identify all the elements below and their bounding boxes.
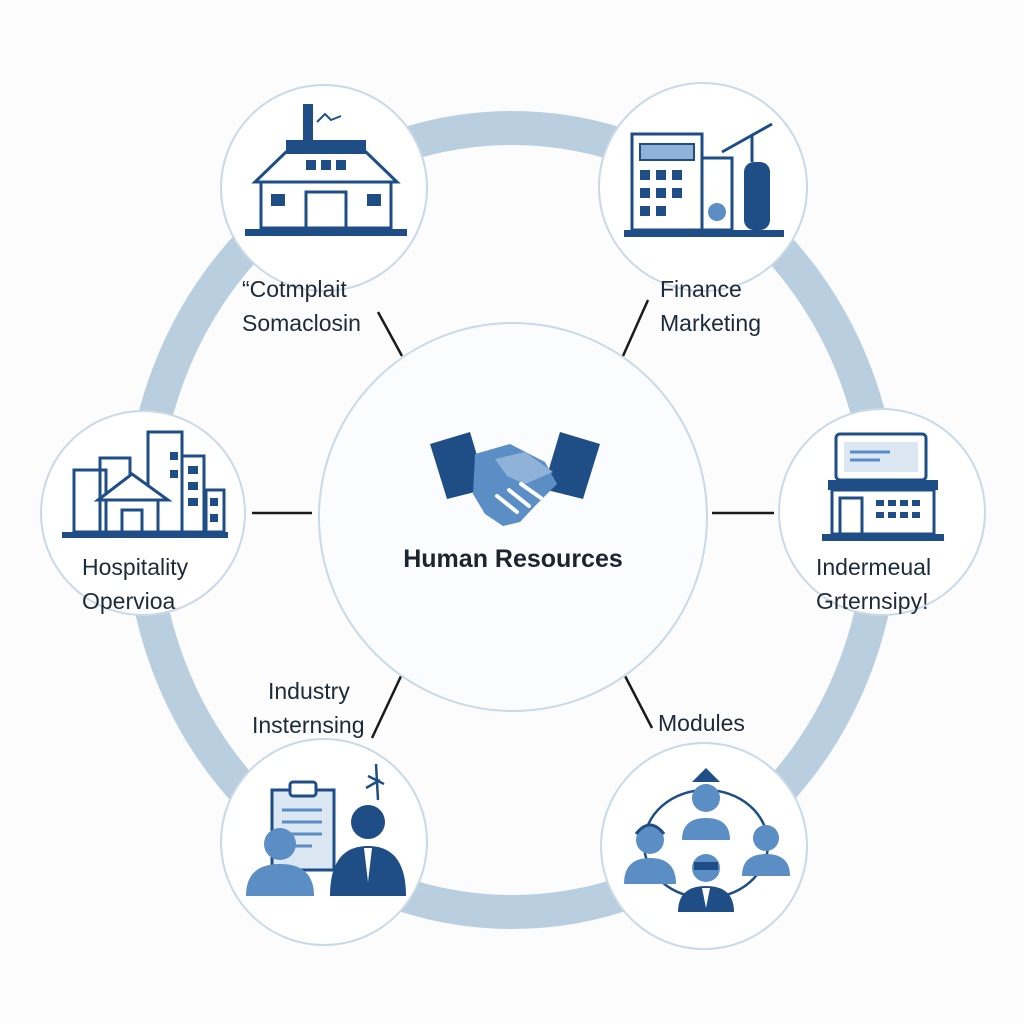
connector-bottom-right [622,673,654,729]
label-bottom-right-line1: Modules [658,710,745,736]
node-left [40,410,246,616]
label-right-line2: Grternsipy! [816,588,929,614]
connector-top-right [621,299,650,357]
label-top-left: “Cotmplait Somaclosin [242,272,361,340]
label-top-left-line2: Somaclosin [242,310,361,336]
node-bottom-left [220,738,428,946]
hub-title: Human Resources [403,545,623,573]
school-building-icon [245,104,407,236]
interview-people-icon [246,763,406,896]
node-top-left [220,84,428,292]
label-bottom-left-line2: Insternsing [252,712,365,738]
label-left-line1: Hospitality [82,554,189,580]
label-right-line1: Indermeual [816,554,932,580]
node-bottom-right [600,742,808,950]
center-hub [318,322,708,712]
node-top-right [598,82,808,292]
label-top-right-line2: Marketing [660,310,761,336]
storefront-icon [822,432,944,541]
connector-bottom-left [370,673,404,739]
label-bottom-right: Modules [658,706,745,740]
handshake-icon [430,432,600,526]
label-bottom-left: Industry Insternsing [252,674,365,742]
office-factory-icon [624,122,784,237]
label-top-right: Finance Marketing [660,272,761,340]
team-network-icon [624,768,790,912]
label-top-left-line1: “Cotmplait [242,276,347,302]
hospital-buildings-icon [62,430,228,538]
label-left: Hospitality Opervioa [82,550,188,618]
label-bottom-left-line1: Industry [268,678,350,704]
label-top-right-line1: Finance [660,276,742,302]
connector-top-left [376,311,404,357]
node-right [778,408,986,616]
label-right: Indermeual Grternsipy! [816,550,931,618]
label-left-line2: Opervioa [82,588,176,614]
